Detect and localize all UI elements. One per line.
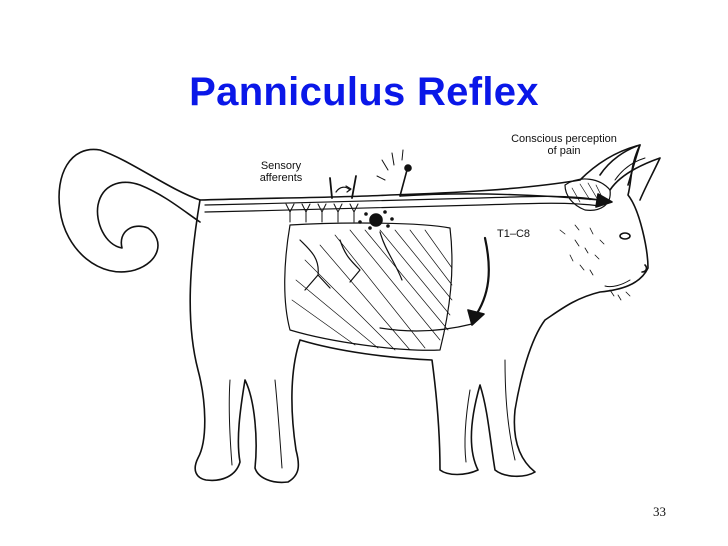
synapse-cluster bbox=[358, 210, 394, 230]
muscle-nerve-branches bbox=[299, 231, 403, 291]
cat-ear-right bbox=[609, 157, 661, 201]
spinal-cord-lower bbox=[204, 202, 601, 213]
twitch-marks bbox=[329, 175, 357, 199]
cat-tail bbox=[58, 148, 201, 273]
face-texture bbox=[559, 224, 631, 301]
descending-arrowhead bbox=[467, 309, 485, 326]
cutaneous-trunci-muscle bbox=[284, 222, 453, 351]
motor-nerve bbox=[379, 323, 473, 332]
sensory-afferent-branches bbox=[285, 203, 359, 223]
page-number: 33 bbox=[653, 504, 666, 519]
conscious-perception-label: Conscious perception of pain bbox=[500, 133, 628, 157]
sensory-afferents-line2: afferents bbox=[259, 172, 303, 184]
descending-arrow bbox=[472, 236, 490, 320]
brain-hatching bbox=[571, 182, 605, 203]
spinal-segments-label: T1–C8 bbox=[497, 228, 531, 240]
muscle-fibers bbox=[291, 229, 453, 351]
conscious-perception-line2: of pain bbox=[547, 145, 581, 157]
leg-details bbox=[228, 359, 516, 469]
cat-eye bbox=[619, 232, 631, 240]
slide-title: Panniculus Reflex bbox=[189, 70, 539, 114]
ascending-pathway bbox=[399, 193, 601, 201]
cat-nose bbox=[641, 264, 648, 273]
pin-stimulus bbox=[376, 149, 412, 197]
cat-ear-left bbox=[599, 144, 641, 186]
conscious-perception-line1: Conscious perception bbox=[511, 133, 617, 145]
cat-mouth bbox=[604, 279, 631, 288]
sensory-afferents-label: Sensory afferents bbox=[246, 160, 316, 184]
brain-region bbox=[564, 178, 611, 211]
ascending-arrowhead bbox=[595, 193, 613, 208]
sensory-afferents-line1: Sensory bbox=[260, 160, 302, 172]
cat-ear-inner bbox=[614, 157, 646, 181]
